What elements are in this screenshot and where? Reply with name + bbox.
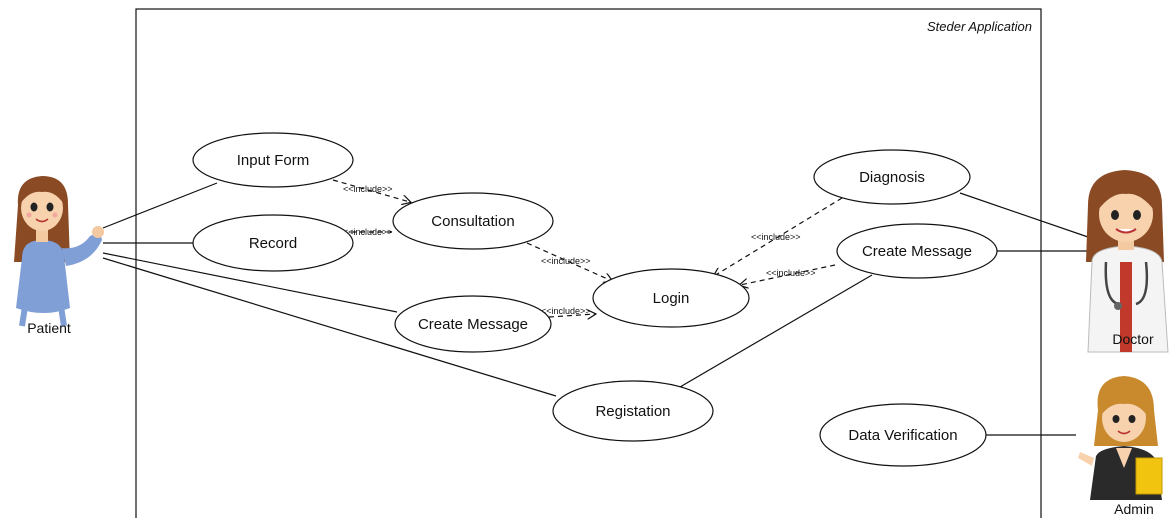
patient-actor-icon [14,176,104,327]
include-label-createmsg-doctor: <<include>> [766,268,816,278]
system-boundary [135,8,1042,518]
use-case-data-verification-label: Data Verification [848,427,957,444]
assoc-doctor-diagnosis [959,192,1089,238]
include-relations [332,179,843,317]
assoc-patient-registation [102,257,557,397]
admin-actor-label: Admin [1114,501,1154,517]
include-label-createmsg: <<include>> [541,306,591,316]
include-label-diagnosis: <<include>> [751,232,801,242]
use-case-consultation-label: Consultation [431,213,514,230]
include-label-record: <<include>> [343,227,393,237]
patient-actor-label: Patient [27,320,71,336]
use-case-input-form[interactable]: Input Form [192,132,354,188]
use-case-create-message-patient[interactable]: Create Message [394,295,552,353]
use-case-create-message-patient-label: Create Message [418,316,528,333]
system-title: Steder Application [927,19,1032,34]
use-case-registation-label: Registation [595,403,670,420]
use-case-login[interactable]: Login [592,268,750,328]
use-case-diagnosis[interactable]: Diagnosis [813,149,971,205]
include-createmsg-login [548,314,595,317]
admin-actor-icon [1078,376,1163,500]
assoc-patient-create-message [102,252,398,313]
include-label-inputform: <<include>> [343,184,393,194]
use-case-data-verification[interactable]: Data Verification [819,403,987,467]
include-diagnosis-login [714,197,843,276]
assoc-patient-input-form [102,182,218,229]
use-case-input-form-label: Input Form [237,152,310,169]
use-case-create-message-doctor-label: Create Message [862,243,972,260]
use-case-record[interactable]: Record [192,214,354,272]
doctor-actor-icon [1086,170,1169,353]
include-consultation-login [526,242,612,281]
use-case-consultation[interactable]: Consultation [392,192,554,250]
assoc-registation-create-message [679,274,873,388]
include-createmsg-doctor-login [740,264,836,285]
use-case-registation[interactable]: Registation [552,380,714,442]
include-inputform-consultation [332,179,410,202]
use-case-diagnosis-label: Diagnosis [859,169,925,186]
associations [102,182,1089,436]
use-case-create-message-doctor[interactable]: Create Message [836,223,998,279]
use-case-login-label: Login [653,290,690,307]
include-label-consultation: <<include>> [541,256,591,266]
doctor-actor-label: Doctor [1112,331,1154,347]
use-case-record-label: Record [249,235,297,252]
